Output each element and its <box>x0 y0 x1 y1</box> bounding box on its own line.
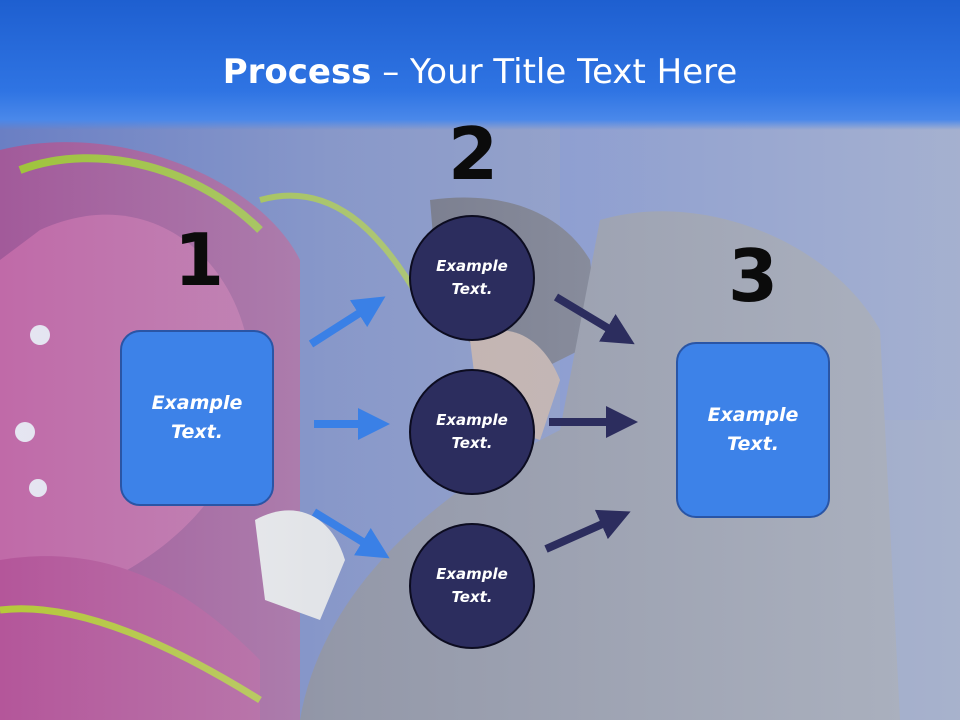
step-number-2: 2 <box>447 112 499 196</box>
title-bar: Process – Your Title Text Here <box>0 0 960 130</box>
title-rest: – Your Title Text Here <box>371 52 738 92</box>
title-bold: Process <box>222 52 372 92</box>
circle-bottom[interactable]: Example Text. <box>409 523 535 649</box>
circle-top-text: Example Text. <box>436 257 508 298</box>
arrow-right-down <box>553 293 635 345</box>
right-box-text: Example Text. <box>707 404 799 455</box>
step-number-1: 1 <box>173 218 225 302</box>
circle-middle-text: Example Text. <box>436 411 508 452</box>
circle-top[interactable]: Example Text. <box>409 215 535 341</box>
right-text-box[interactable]: Example Text. <box>676 342 830 518</box>
arrow-right-up <box>544 509 631 553</box>
left-text-box[interactable]: Example Text. <box>120 330 274 506</box>
arrow-left-down <box>311 508 390 559</box>
arrow-left-up <box>308 296 386 348</box>
circle-bottom-text: Example Text. <box>436 565 508 606</box>
slide-title: Process – Your Title Text Here <box>0 52 960 92</box>
left-box-text: Example Text. <box>151 392 243 443</box>
step-number-3: 3 <box>727 234 779 318</box>
circle-middle[interactable]: Example Text. <box>409 369 535 495</box>
